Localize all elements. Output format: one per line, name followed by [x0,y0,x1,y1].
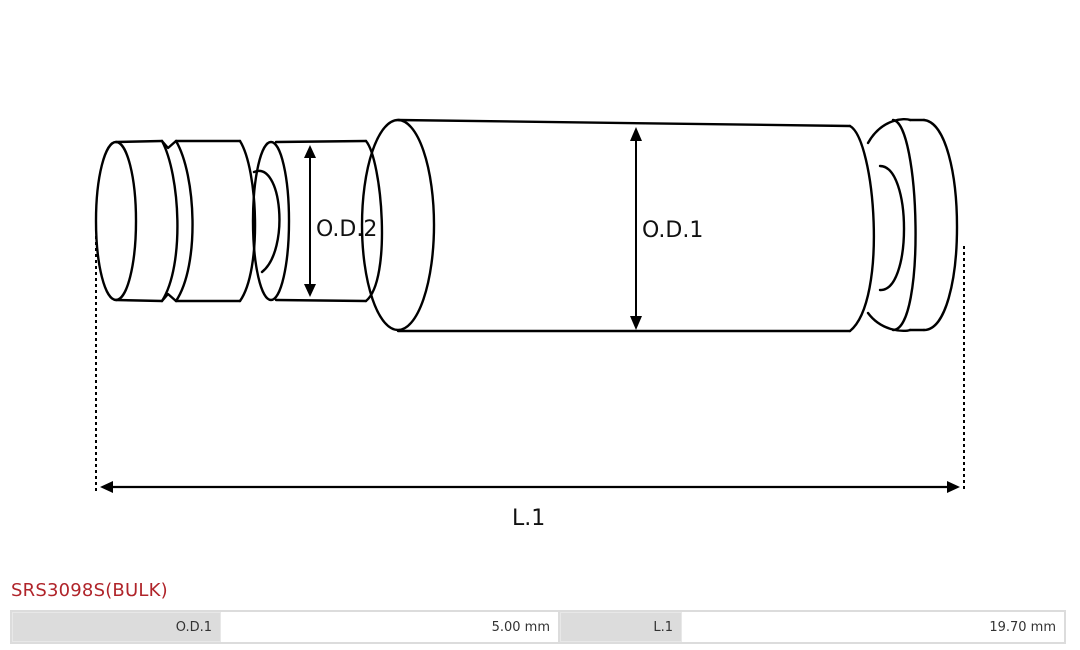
od2-dimension-arrow [304,145,316,297]
pin-outline [94,118,959,333]
technical-drawing: O.D.2 O.D.1 L.1 [94,118,965,531]
extension-lines [95,236,965,492]
spec-value-l1: 19.70 mm [989,619,1056,635]
spec-value-od1: 5.00 mm [221,612,560,642]
pin-diagram-svg: O.D.2 O.D.1 L.1 [94,118,965,531]
l1-label: L.1 [512,506,545,531]
spec-table: O.D.1 5.00 mm L.1 19.70 mm [10,610,1066,644]
l1-dimension-arrow [100,481,960,493]
spec-label-l1: L.1 [560,612,682,642]
od1-label: O.D.1 [642,218,703,243]
od2-label: O.D.2 [316,217,377,242]
od1-dimension-arrow [630,127,642,330]
spec-label-od1: O.D.1 [12,612,221,642]
product-title: SRS3098S(BULK) [11,580,168,601]
